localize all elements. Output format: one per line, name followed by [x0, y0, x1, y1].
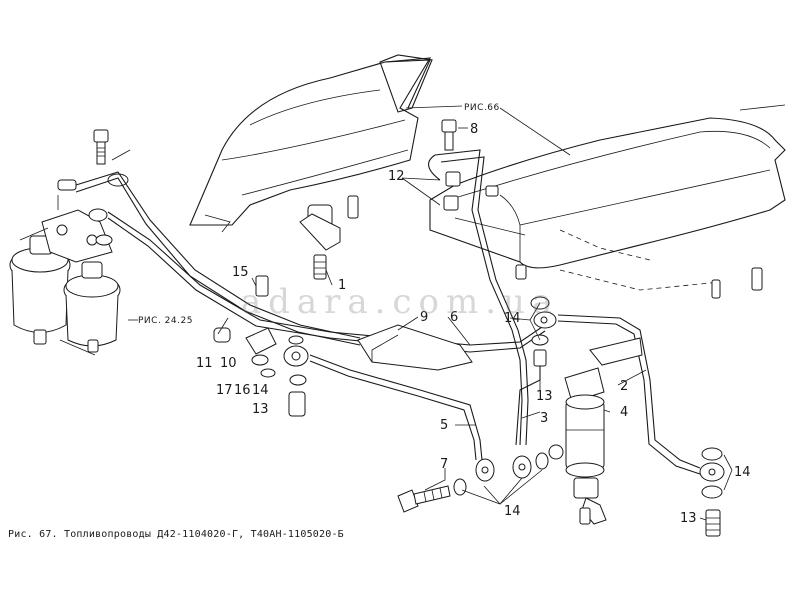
filter-fittings — [57, 173, 129, 246]
banjo-fittings — [453, 296, 557, 496]
callout-17: 17 — [216, 383, 233, 398]
bolt-7 — [397, 485, 451, 513]
callout-3: 3 — [540, 411, 548, 426]
bolt-8 — [441, 119, 457, 151]
callout-8: 8 — [470, 122, 478, 137]
callout-10: 10 — [220, 356, 237, 371]
pipe-clip-1 — [299, 195, 359, 280]
figure-caption: Рис. 67. Топливопроводы Д42-1104020-Г, Т… — [8, 529, 344, 540]
fuel-tank-right — [429, 117, 786, 269]
callout-15: 15 — [232, 265, 249, 280]
pipe-bracket-9 — [357, 324, 473, 371]
callout-14-bottom: 14 — [504, 504, 521, 519]
fuel-pump-4 — [548, 337, 643, 525]
ref-fig-66: РИС.66 — [464, 103, 500, 113]
callout-14-left: 14 — [252, 383, 269, 398]
watermark: adara.com.ua — [240, 282, 560, 322]
bolt-filter — [93, 129, 109, 165]
callout-12: 12 — [388, 169, 405, 184]
callout-11: 11 — [196, 356, 213, 371]
lower-left-fittings — [213, 275, 309, 417]
callout-1: 1 — [338, 278, 346, 293]
callout-6: 6 — [450, 310, 458, 325]
fuel-tank-left — [189, 57, 432, 233]
callout-9: 9 — [420, 310, 428, 325]
callout-7: 7 — [440, 457, 448, 472]
fuel-pipes — [75, 149, 701, 475]
tank-fittings — [443, 171, 763, 299]
ref-fig-24-25: РИС. 24.25 — [138, 316, 193, 326]
right-fittings — [699, 447, 725, 537]
callout-16: 16 — [234, 383, 251, 398]
callout-13-right: 13 — [680, 511, 697, 526]
callout-4: 4 — [620, 405, 628, 420]
callout-2: 2 — [620, 379, 628, 394]
callout-14-right: 14 — [734, 465, 751, 480]
filler-neck — [379, 54, 433, 113]
callout-13-center: 13 — [536, 389, 553, 404]
callout-13-left: 13 — [252, 402, 269, 417]
callout-5: 5 — [440, 418, 448, 433]
leader-lines — [59, 105, 733, 521]
callout-14-top: 14 — [504, 311, 521, 326]
fuel-filter-assembly — [9, 195, 121, 353]
